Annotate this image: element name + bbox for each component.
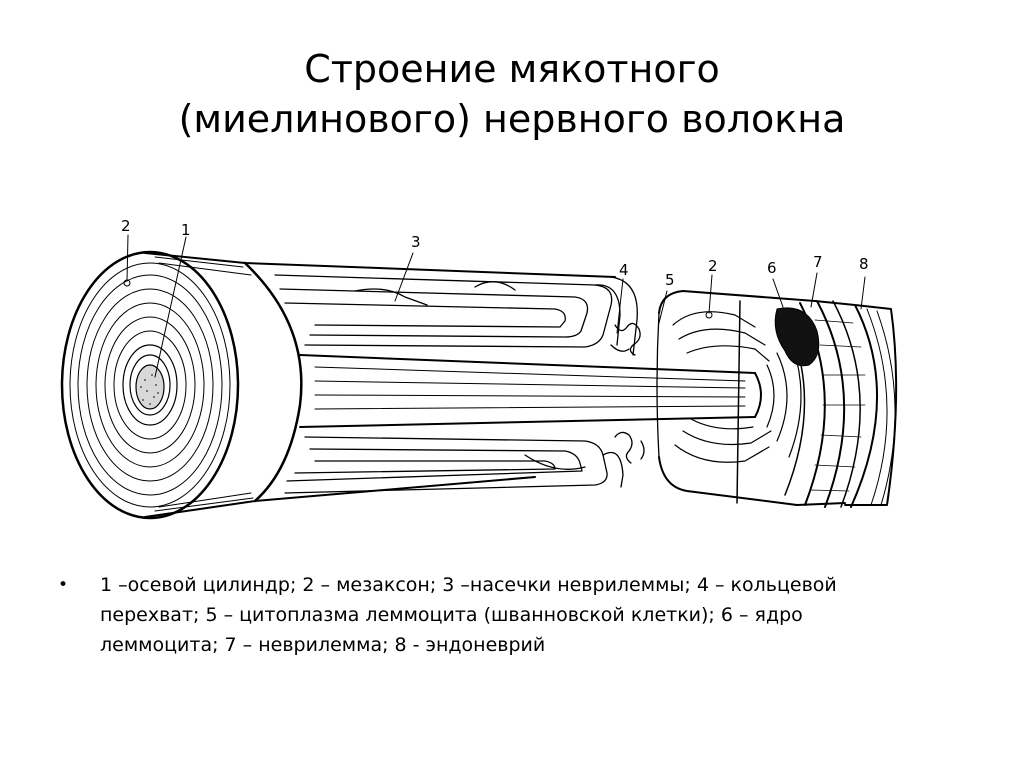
lemmocyte-nucleus — [774, 307, 820, 367]
leader-lines — [123, 234, 866, 378]
label-8: 8 — [859, 255, 869, 273]
axon-cross-section — [135, 364, 165, 410]
legend-text: 1 –осевой цилиндр; 2 – мезаксон; 3 –насе… — [100, 574, 837, 656]
label-7: 7 — [813, 253, 823, 271]
title-line-1: Строение мякотного — [304, 47, 720, 91]
myelinated-nerve-fiber-diagram: 2 1 3 4 5 2 6 7 8 — [60, 217, 898, 520]
node-of-ranvier — [610, 322, 645, 464]
bullet-marker: • — [58, 575, 69, 595]
upper-lamellae — [274, 274, 638, 356]
left-myelin-segment — [60, 250, 616, 520]
label-2-left: 2 — [121, 217, 131, 235]
label-5: 5 — [665, 271, 675, 289]
figure-labels: 2 1 3 4 5 2 6 7 8 — [121, 217, 869, 289]
label-1: 1 — [181, 221, 191, 239]
lower-lamellae — [284, 436, 624, 494]
label-6: 6 — [767, 259, 777, 277]
slide-title: Строение мякотного (миелинового) нервног… — [0, 44, 1024, 144]
title-line-2: (миелинового) нервного волокна — [178, 97, 846, 141]
label-4: 4 — [619, 261, 629, 279]
label-3: 3 — [411, 233, 421, 251]
axon — [299, 354, 762, 428]
label-2-right: 2 — [708, 257, 718, 275]
right-myelin-segment — [656, 290, 816, 506]
